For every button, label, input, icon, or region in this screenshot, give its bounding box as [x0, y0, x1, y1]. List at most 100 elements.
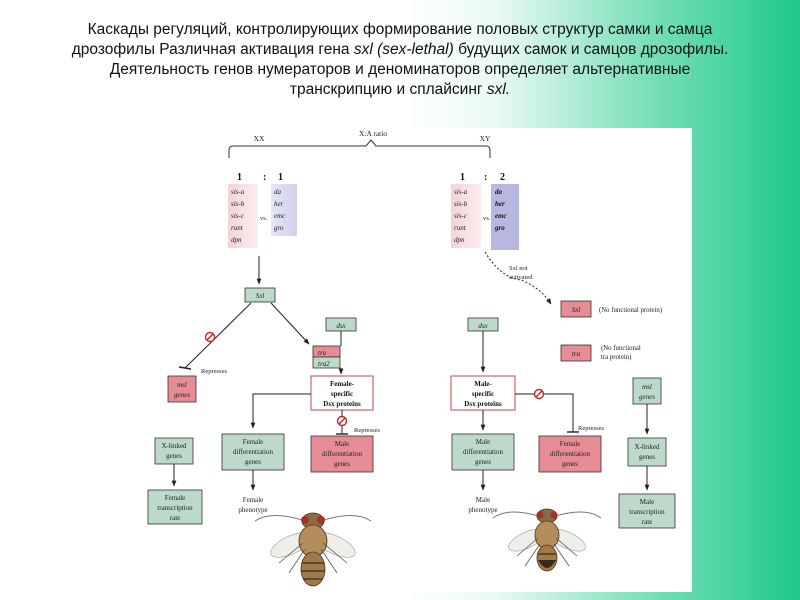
female-rate-box	[147, 489, 203, 525]
female-vs: vs.	[260, 215, 268, 222]
female-diff-3: genes	[245, 458, 261, 466]
xy-label: XY	[480, 134, 491, 143]
male-diff-3: genes	[475, 458, 491, 466]
female-male-diff-box	[310, 435, 374, 473]
female-den-1: her	[274, 200, 284, 208]
male-ratio-colon: :	[484, 172, 487, 183]
male-den-0: da	[495, 188, 503, 196]
female-phenotype-2: phenotype	[238, 506, 267, 514]
title-part-3: будущих самок и самцов дрозофилы. Деятел…	[109, 41, 729, 98]
male-rate-box	[618, 493, 676, 529]
male-ratio-den: 2	[500, 172, 505, 183]
female-xlinked-2: genes	[166, 452, 182, 460]
male-diff-box	[451, 433, 515, 471]
male-tra-note-1: (No functional	[601, 345, 641, 352]
male-dsx-protein-box	[450, 375, 516, 411]
male-rate-3: rate	[642, 518, 653, 526]
female-sxl-box	[244, 287, 276, 303]
female-male-diff-2: differentiation	[322, 450, 362, 458]
xx-label: XX	[254, 134, 265, 143]
male-diff-2: differentiation	[463, 448, 503, 456]
female-male-diff-1: Male	[335, 440, 349, 448]
male-num-1: sis-b	[454, 200, 468, 208]
male-num-0: sis-a	[454, 188, 468, 196]
title-part-2: sxl (sex-lethal)	[353, 41, 454, 58]
female-tra2-box	[312, 356, 341, 369]
male-rate-1: Male	[640, 498, 654, 506]
male-num-2: sis-c	[454, 212, 468, 220]
male-sxl-note: (No functional protein)	[599, 307, 662, 314]
male-xlinked-box	[627, 437, 667, 467]
male-rate-2: transcription	[629, 508, 665, 516]
male-dsx-label: dsx	[478, 322, 488, 330]
male-ratio-num: 1	[460, 172, 465, 183]
female-male-diff-3: genes	[334, 460, 350, 468]
female-dsx-protein-3: Dsx proteins	[323, 400, 361, 408]
male-xlinked-2: genes	[639, 453, 655, 461]
female-dsx-label: dsx	[336, 322, 346, 330]
male-phenotype-2: phenotype	[468, 506, 497, 514]
female-diff-box	[221, 433, 285, 471]
male-den-2: emc	[495, 212, 507, 220]
female-denominator-box	[271, 184, 297, 236]
male-dsx-protein-1: Male-	[474, 380, 492, 388]
sxl-not-1: Sxl not	[509, 265, 528, 272]
female-ratio-colon: :	[263, 172, 266, 183]
female-msl-1: msl	[177, 381, 187, 389]
male-diff-1: Male	[476, 438, 490, 446]
male-sxl-label: Sxl	[572, 306, 581, 314]
female-xlinked-1: X-linked	[162, 442, 187, 450]
female-ratio: 1 : 1 sis-a sis-b sis-c runt dpn vs. da …	[228, 172, 297, 248]
male-numerator-box	[451, 184, 481, 248]
female-tra2-label: tra2	[318, 360, 330, 368]
female-phenotype-1: Female	[243, 496, 264, 504]
female-ratio-num: 1	[237, 172, 242, 183]
male-ratio: 1 : 2 sis-a sis-b sis-c runt dpn vs. da …	[451, 172, 519, 250]
female-msl-box	[167, 375, 197, 403]
male-denominator-box	[491, 184, 519, 250]
male-female-diff-box	[538, 435, 602, 473]
male-den-3: gro	[494, 224, 505, 232]
female-rate-3: rate	[170, 514, 181, 522]
female-dsx-protein-2: specific	[331, 390, 353, 398]
slide-title: Каскады регуляций, контролирующих формир…	[60, 20, 740, 100]
male-tra-note-2: tra protein)	[601, 354, 631, 361]
xa-ratio-label: X:A ratio	[359, 129, 387, 138]
male-num-4: dpn	[454, 236, 465, 244]
title-part-1: Каскады регуляций, контролирующих формир…	[71, 21, 713, 58]
female-represses-male-label: Represses	[354, 427, 380, 434]
male-xlinked-1: X-linked	[635, 443, 660, 451]
female-num-4: dpn	[231, 236, 242, 244]
female-sxl-label: Sxl	[256, 292, 265, 300]
title-part-4: sxl.	[486, 81, 511, 98]
male-dsx-protein-2: specific	[472, 390, 494, 398]
male-female-diff-3: genes	[562, 460, 578, 468]
male-fly-image	[492, 508, 602, 572]
female-numerator-box	[228, 184, 258, 248]
male-sxl-box	[560, 300, 592, 318]
female-num-0: sis-a	[231, 188, 245, 196]
female-ratio-den: 1	[278, 172, 283, 183]
female-dsx-protein-1: Female-	[330, 380, 355, 388]
male-female-diff-1: Female	[560, 440, 581, 448]
male-num-3: runt	[454, 224, 467, 232]
male-msl-2: genes	[639, 393, 655, 401]
female-den-2: emc	[274, 212, 286, 220]
female-den-0: da	[274, 188, 282, 196]
male-represses-label: Represses	[578, 425, 604, 432]
female-num-2: sis-c	[231, 212, 245, 220]
male-tra-label: tra	[572, 350, 581, 358]
female-num-3: runt	[231, 224, 244, 232]
xa-ratio-bracket: X:A ratio XX XY	[228, 129, 491, 158]
female-represses-msl-label: Represses	[201, 368, 227, 375]
sex-determination-figure: X:A ratio XX XY 1 : 1 sis-a sis-b sis-c …	[141, 128, 692, 592]
female-tra-label: tra	[318, 349, 327, 357]
male-phenotype-1: Male	[476, 496, 490, 504]
female-msl-2: genes	[174, 391, 190, 399]
male-den-1: her	[495, 200, 505, 208]
female-den-3: gro	[274, 224, 284, 232]
female-fly-image	[254, 512, 372, 587]
male-vs: vs.	[483, 215, 491, 222]
cascade-diagram: X:A ratio XX XY 1 : 1 sis-a sis-b sis-c …	[147, 129, 676, 587]
female-num-1: sis-b	[231, 200, 245, 208]
